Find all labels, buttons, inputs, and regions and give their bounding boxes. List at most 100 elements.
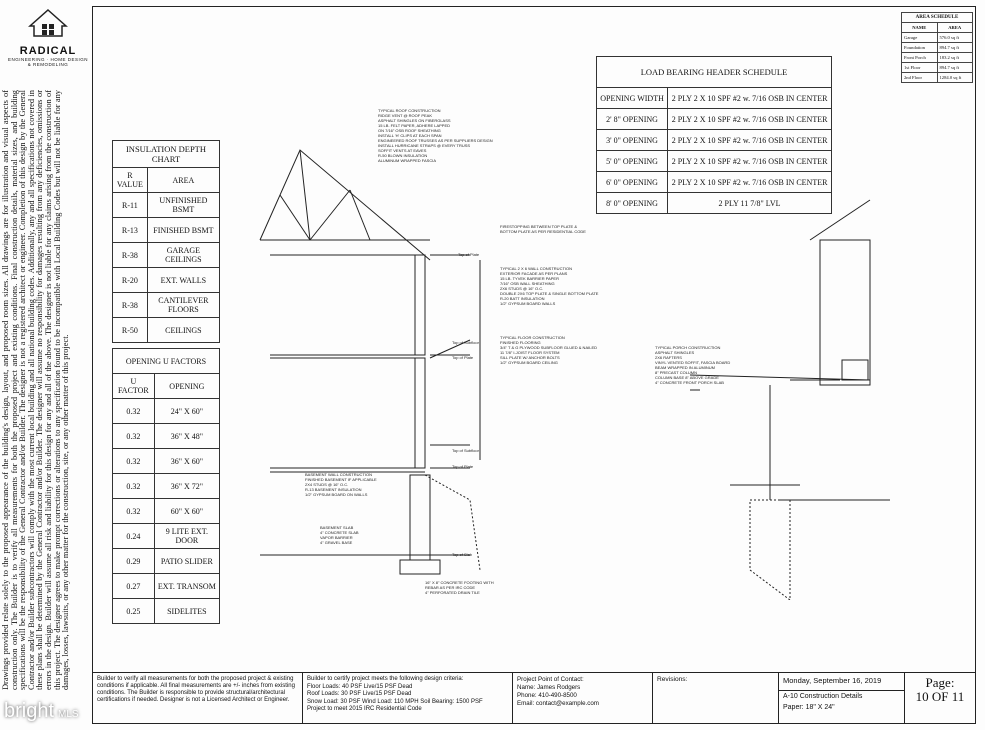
insulation-header-rvalue: R VALUE (112, 167, 148, 193)
area-value: 576.0 sq ft (936, 32, 973, 43)
opening: 36" X 48" (153, 423, 221, 449)
builder-note: Builder to verify all measurements for b… (92, 672, 302, 724)
level-marker: Top of Plate (452, 355, 474, 360)
u-factor: 0.29 (112, 548, 155, 574)
wall-construction-note: TYPICAL 2 X 6 WALL CONSTRUCTION EXTERIOR… (500, 266, 599, 306)
logo-subtitle: ENGINEERING · HOME DESIGN & REMODELING (8, 57, 89, 67)
u-factor: 0.32 (112, 473, 155, 499)
basement-slab-note: BASEMENT SLAB 4" CONCRETE SLAB VAPOR BAR… (320, 525, 359, 545)
r-value: R-13 (112, 217, 148, 243)
revisions: Revisions: (652, 672, 778, 724)
header-schedule-title: LOAD BEARING HEADER SCHEDULE (596, 56, 832, 88)
opening: 9 LITE EXT. DOOR (153, 523, 221, 549)
wall-section-drawing (259, 149, 890, 600)
opening-header: OPENING (153, 373, 221, 399)
u-factor: 0.24 (112, 523, 155, 549)
opening: EXT. TRANSOM (153, 573, 221, 599)
header-schedule-table: LOAD BEARING HEADER SCHEDULE OPENING WID… (595, 56, 832, 214)
r-value: R-38 (112, 292, 148, 318)
u-factor: 0.32 (112, 423, 155, 449)
u-factor-header: U FACTOR (112, 373, 155, 399)
level-marker: Top of Plate (452, 464, 474, 469)
r-value: R-50 (112, 317, 148, 343)
header-spec: 2 PLY 11 7/8" LVL (667, 192, 832, 214)
opening: 36" X 72" (153, 473, 221, 499)
r-value: R-38 (112, 242, 148, 268)
watermark-brand: bright (4, 700, 55, 722)
insulation-area: CEILINGS (146, 317, 221, 343)
u-factor: 0.32 (112, 448, 155, 474)
disclaimer-text: Drawings provided relate solely to the p… (2, 90, 71, 690)
paper-size: Paper: 18" X 24" (783, 704, 835, 711)
design-criteria: Builder to certify project meets the fol… (302, 672, 512, 724)
area-value: 894.7 sq ft (936, 42, 973, 53)
floor-construction-note: TYPICAL FLOOR CONSTRUCTION FINISHED FLOO… (500, 335, 598, 365)
logo-name: RADICAL (19, 45, 77, 57)
area-header-area: AREA (936, 22, 973, 33)
insulation-area: CANTILEVER FLOORS (146, 292, 221, 318)
u-factor: 0.27 (112, 573, 155, 599)
opening: SIDELITES (153, 598, 221, 624)
page-box (904, 672, 976, 724)
company-logo: RADICAL ENGINEERING · HOME DESIGN & REMO… (8, 8, 88, 88)
u-factor: 0.32 (112, 498, 155, 524)
house-logo-icon (28, 8, 68, 37)
level-marker: Top of Subfloor (452, 340, 479, 345)
porch-construction-note: TYPICAL PORCH CONSTRUCTION ASPHALT SHING… (655, 345, 731, 385)
area-header-name: NAME (901, 22, 938, 33)
page-label: Page: (925, 675, 955, 690)
level-marker: Top of Subfloor (452, 448, 479, 453)
title-block-line (92, 672, 976, 673)
roof-construction-note: TYPICAL ROOF CONSTRUCTION RIDGE VENT @ R… (378, 108, 493, 163)
level-marker: Top of Plate (458, 252, 480, 257)
u-factor: 0.25 (112, 598, 155, 624)
insulation-area: UNFINISHED BSMT (146, 192, 221, 218)
basement-construction-note: BASEMENT WALL CONSTRUCTION FINISHED BASE… (305, 472, 377, 497)
sheet-title: A-10 Construction Details (783, 693, 863, 700)
insulation-area: EXT. WALLS (146, 267, 221, 293)
area-name: 2nd Floor (901, 72, 938, 83)
level-marker: Top of Slab (452, 552, 473, 557)
r-value: R-20 (112, 267, 148, 293)
opening: 60" X 60" (153, 498, 221, 524)
page-number: 10 OF 11 (915, 689, 965, 704)
insulation-header-area: AREA (146, 167, 221, 193)
footing-note: 16" X 8" CONCRETE FOOTING WITH REBAR AS … (425, 580, 494, 595)
page-number-block: Page: 10 OF 11 (904, 676, 976, 704)
sheet-border (92, 6, 976, 724)
opening: 36" X 60" (153, 448, 221, 474)
area-value: 894.7 sq ft (936, 62, 973, 73)
area-name: Foundation (901, 42, 938, 53)
area-value: 1284.0 sq ft (936, 72, 973, 83)
area-name: Front Porch (901, 52, 938, 63)
r-value: R-11 (112, 192, 148, 218)
area-schedule-title: AREA SCHEDULE (901, 12, 973, 23)
opening-width: 8' 0" OPENING (595, 192, 669, 214)
insulation-area: GARAGE CEILINGS (146, 242, 221, 268)
